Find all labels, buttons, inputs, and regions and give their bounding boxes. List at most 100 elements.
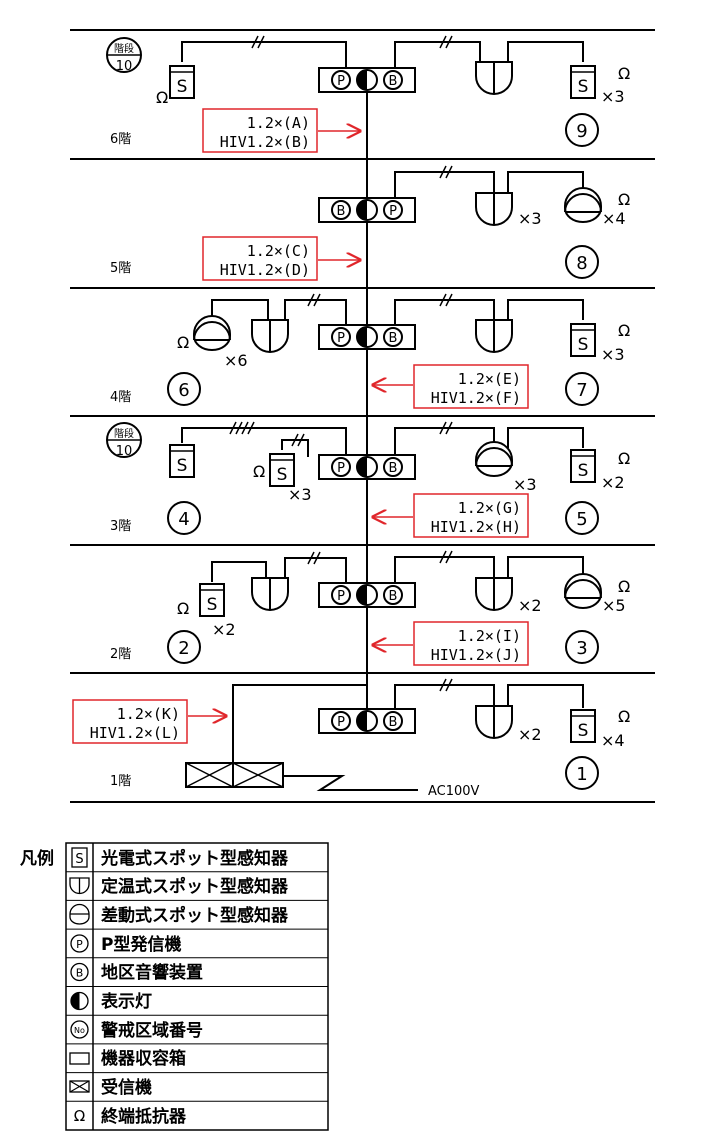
wiring-callout <box>413 621 529 666</box>
legend-b-icon: B <box>70 962 89 982</box>
ohm-symbol: Ω <box>156 88 168 107</box>
legend-box-icon <box>69 1052 90 1065</box>
ohm-symbol: Ω <box>177 599 189 618</box>
ohm-symbol: Ω <box>618 190 630 209</box>
wiring-line2: HIV1.2×(J) <box>431 646 521 664</box>
ror-detector-icon <box>193 315 231 351</box>
zone-number: 7 <box>576 380 587 401</box>
ror-detector-icon <box>475 441 513 477</box>
zone-number-icon <box>565 245 599 279</box>
svg-text:S: S <box>75 852 83 867</box>
multiplier: ×2 <box>518 725 542 744</box>
smoke-detector-icon <box>570 323 596 357</box>
legend-smoke-icon: S <box>71 847 88 868</box>
legend-p-icon: P <box>70 934 89 953</box>
wiring-line2: HIV1.2×(L) <box>90 724 180 742</box>
legend-title: 凡例 <box>20 848 54 869</box>
ohm-symbol: Ω <box>618 64 630 83</box>
smoke-detector-icon <box>269 453 295 487</box>
stair-number: 10 <box>116 59 133 74</box>
heat-detector-icon <box>475 192 513 226</box>
ohm-symbol: Ω <box>177 333 189 352</box>
svg-text:P: P <box>76 938 83 951</box>
heat-detector-icon <box>475 61 513 95</box>
zone-number-icon <box>565 756 599 790</box>
legend-label: 機器収容箱 <box>101 1048 186 1069</box>
floor-1: ×2 Ω ×4 AC100V 1 1階 1.2×(K) HIV1.2×(L) <box>72 678 630 799</box>
smoke-detector-icon <box>169 444 195 478</box>
floor-label: 3階 <box>110 519 131 534</box>
ohm-symbol: Ω <box>253 462 265 481</box>
floor-4: Ω ×6 Ω ×3 6 7 4階 1.2×(E) HIV1.2×(F) <box>110 293 630 409</box>
floor-2: Ω ×2 ×2 Ω ×5 2 3 2階 1.2×(I) HIV1.2×(J) <box>110 550 630 666</box>
floor-6: Ω Ω ×3 階段 10 9 6階 1.2×(A) HIV1.2×(B) <box>106 35 630 153</box>
smoke-detector-icon <box>570 709 596 743</box>
legend-ohm-icon: Ω <box>74 1107 85 1125</box>
ohm-symbol: Ω <box>618 577 630 596</box>
zone-number-icon <box>565 630 599 664</box>
wiring-line2: HIV1.2×(F) <box>431 389 521 407</box>
stair-label: 階段 <box>114 42 134 55</box>
multiplier: ×6 <box>224 351 248 370</box>
legend-ror-icon <box>69 903 90 925</box>
legend-label: 受信機 <box>101 1077 152 1098</box>
wiring-callout <box>413 364 529 409</box>
floor-label: 1階 <box>110 774 131 789</box>
zone-number-icon <box>565 372 599 406</box>
zone-number: 9 <box>576 121 587 142</box>
zone-number: 8 <box>576 253 587 274</box>
wiring-callout <box>413 493 529 538</box>
zone-number-icon <box>167 630 201 664</box>
legend-label: 警戒区域番号 <box>100 1020 203 1041</box>
multiplier: ×4 <box>602 209 626 228</box>
multiplier: ×2 <box>212 620 236 639</box>
heat-detector-icon <box>475 319 513 353</box>
zone-number-icon <box>565 113 599 147</box>
heat-detector-icon <box>251 577 289 611</box>
floor-5: ×3 Ω ×4 8 5階 1.2×(C) HIV1.2×(D) <box>110 165 630 281</box>
legend-zone-icon: No <box>70 1020 89 1039</box>
wiring-line1: 1.2×(A) <box>247 114 310 132</box>
floor-label: 2階 <box>110 647 131 662</box>
floor-label: 4階 <box>110 390 131 405</box>
legend-label: 終端抵抗器 <box>101 1106 187 1127</box>
floor-3: Ω ×3 ×3 Ω ×2 階段 10 4 5 3階 1.2×(G) HIV1.2… <box>106 421 630 538</box>
floor-lines <box>70 29 655 803</box>
zone-number: 6 <box>178 380 189 401</box>
heat-detector-icon <box>475 705 513 739</box>
ror-detector-icon <box>564 573 602 609</box>
legend-receiver-icon <box>69 1080 90 1093</box>
heat-detector-icon <box>251 319 289 353</box>
multiplier: ×3 <box>513 475 537 494</box>
smoke-detector-icon <box>169 65 195 99</box>
zone-number-icon <box>565 501 599 535</box>
multiplier: ×3 <box>601 87 625 106</box>
legend-label: 地区音響装置 <box>101 962 203 983</box>
zone-number: 4 <box>178 509 189 530</box>
legend-label: P型発信機 <box>101 934 181 955</box>
wiring-line1: 1.2×(E) <box>458 370 521 388</box>
zone-number: 1 <box>576 764 587 785</box>
wiring-line1: 1.2×(K) <box>117 705 180 723</box>
ohm-symbol: Ω <box>618 707 630 726</box>
stair-number: 10 <box>116 444 133 459</box>
ohm-symbol: Ω <box>618 449 630 468</box>
zone-number: 3 <box>576 638 587 659</box>
floor-label: 6階 <box>110 132 131 147</box>
legend-label: 差動式スポット型感知器 <box>101 905 289 926</box>
zone-number-icon <box>167 372 201 406</box>
multiplier: ×2 <box>601 473 625 492</box>
smoke-detector-icon <box>570 449 596 483</box>
wiring-line1: 1.2×(I) <box>458 627 521 645</box>
wiring-line1: 1.2×(C) <box>247 242 310 260</box>
wiring-callout <box>202 236 318 281</box>
power-label: AC100V <box>428 784 480 799</box>
wiring-line2: HIV1.2×(B) <box>220 133 310 151</box>
smoke-detector-icon <box>199 583 225 617</box>
wiring-line2: HIV1.2×(H) <box>431 518 521 536</box>
legend-heat-icon <box>69 877 90 895</box>
multiplier: ×4 <box>601 731 625 750</box>
floor-label: 5階 <box>110 261 131 276</box>
legend: 凡例 S P <box>20 842 329 1131</box>
